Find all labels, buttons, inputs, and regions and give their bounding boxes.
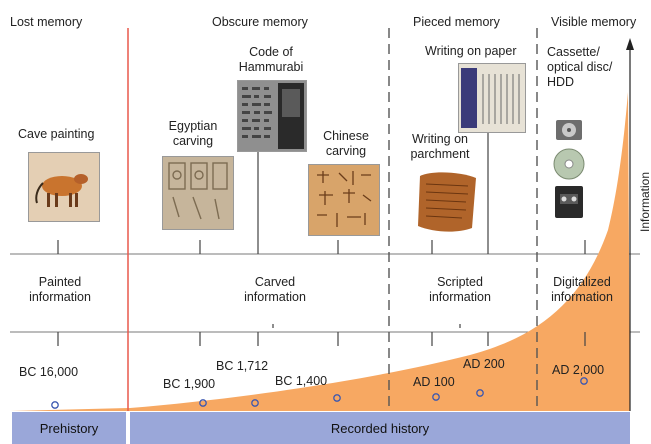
label-egyptian-carving: Egyptian carving (168, 119, 218, 148)
label-cave-painting: Cave painting (18, 127, 95, 141)
date-bc-1712: BC 1,712 (216, 359, 269, 373)
y-axis-arrowhead (626, 38, 634, 50)
label-digitalized-information: Digitalized information (551, 275, 613, 304)
date-bc-1400: BC 1,400 (275, 374, 328, 388)
chinese-carving-image (308, 164, 380, 236)
information-growth-curve (10, 92, 630, 411)
date-ad-2000: AD 2,000 (552, 363, 605, 377)
code-of-hammurabi-image (237, 80, 307, 152)
cassette-icon (555, 186, 583, 218)
era-lost-memory: Lost memory (10, 15, 83, 29)
cave-painting-image (28, 152, 100, 222)
recorded-history-bar: Recorded history (130, 412, 630, 444)
label-chinese-carving: Chinese carving (323, 129, 369, 158)
label-carved-information: Carved information (244, 275, 306, 304)
recorded-history-label: Recorded history (330, 420, 430, 436)
parchment-image (412, 168, 482, 236)
egyptian-carving-image (162, 156, 234, 230)
optical-disc-icon (553, 148, 585, 180)
date-bc-16000: BC 16,000 (19, 365, 79, 379)
date-ad-200: AD 200 (463, 357, 505, 371)
label-digital-media: Cassette/ optical disc/ HDD (547, 45, 613, 89)
label-scripted-information: Scripted information (429, 275, 491, 304)
era-pieced-memory: Pieced memory (413, 15, 500, 29)
prehistory-bar: Prehistory (12, 412, 126, 444)
label-painted-information: Painted information (29, 275, 91, 304)
date-markers (51, 377, 588, 409)
label-code-of-hammurabi: Code of Hammurabi (238, 45, 304, 74)
label-writing-on-paper: Writing on paper (425, 44, 517, 58)
label-writing-on-parchment: Writing on parchment (410, 132, 470, 161)
prehistory-label: Prehistory (39, 420, 99, 436)
digital-media-images (552, 114, 588, 224)
y-axis-label: Information (638, 171, 650, 232)
date-bc-1900: BC 1,900 (163, 377, 216, 391)
y-axis-label-wrapper: Information (636, 162, 650, 232)
era-visible-memory: Visible memory (551, 15, 637, 29)
era-obscure-memory: Obscure memory (212, 15, 308, 29)
hdd-icon (556, 120, 582, 140)
date-ad-100: AD 100 (413, 375, 455, 389)
paper-document-image (458, 63, 526, 133)
tick-marks (57, 240, 586, 346)
